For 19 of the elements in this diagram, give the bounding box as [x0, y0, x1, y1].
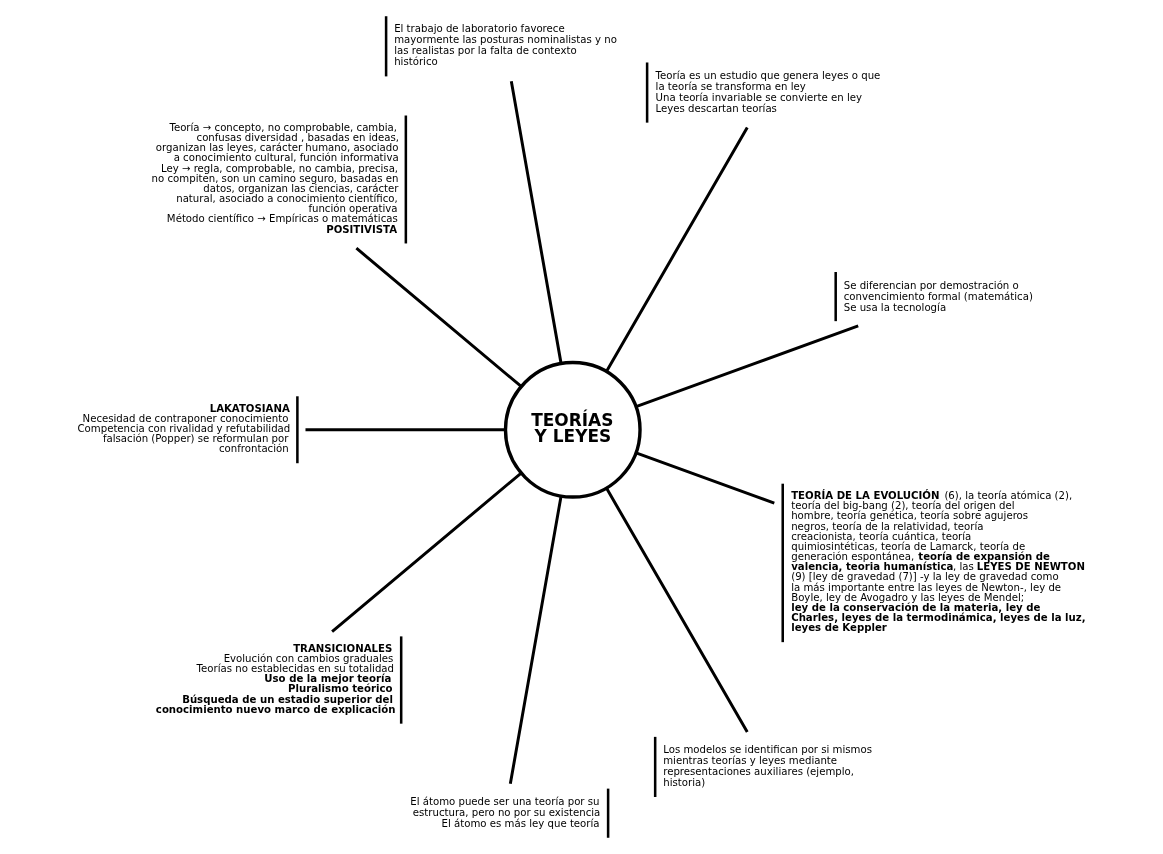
- connector: [635, 324, 859, 409]
- node-text: TRANSICIONALES Evolución con cambios graduales Teorías no establecidas en su totalidad Uso de la mejor teoría Pluralismo teórico Búsqueda de un estadio superior del conocimiento nuevo marco de explicación: [155, 642, 396, 715]
- node-text: El trabajo de laboratorio favorece mayormente las posturas nominalistas y no las realistas por la falta de contexto histórico: [393, 23, 617, 68]
- connector: [354, 247, 522, 388]
- node-text: Los modelos se identifican por si mismos mientras teorías y leyes mediante representaciones auxiliares (ejemplo, historia): [662, 744, 872, 789]
- node-text: Teoría es un estudio que genera leyes o que la teoría se transforma en ley Una teoría invariable se convierte en ley Leyes descartan teorías: [655, 69, 880, 114]
- connector: [330, 471, 522, 633]
- connector: [604, 487, 749, 733]
- connector: [604, 126, 749, 373]
- node-text: El átomo puede ser una teoría por su estructura, pero no por su existencia El átomo es más ley que teoría: [409, 796, 600, 830]
- node-text: TEORÍA DE LA EVOLUCIÓN (6), la teoría atómica (2), teoría del big-bang (2), teoría del origen del hombre, teoría genética, teoría sobre agujeros negros, teoría de la relatividad, teoría creacionista, teoría cuántica, teoría quimiosintéticas, teoría de Lamarck, teoría de generación espontánea, teoría de expansión de valencia, teoria humanística, las LEYES DE NEWTON (9) [ley de gravedad (7)] -y la ley de gravedad como la más importante entre las leyes de Newton-, ley de Boyle, ley de Avogadro y las leyes de Mendel; ley de la conservación de la materia, ley de Charles, leyes de la termodinámica, leyes de la luz, leyes de Keppler: [790, 490, 1086, 634]
- node-text: Se diferencian por demostración o convencimiento formal (matemática) Se usa la tecnología: [843, 279, 1033, 313]
- connector: [508, 495, 563, 785]
- node-circle: TEORÍAS Y LEYES: [503, 360, 642, 499]
- connector: [635, 451, 775, 505]
- connector: [305, 428, 506, 432]
- node-text: LAKATOSIANA Necesidad de contraponer conocimiento Competencia con rivalidad y refutabilidad falsación (Popper) se reformulan por confrontación: [76, 402, 290, 455]
- connector: [509, 80, 563, 364]
- node-text: Teoría → concepto, no comprobable, cambia, confusas diversidad , basadas en ideas, organizan las leyes, carácter humano, asociado a conocimiento cultural, función informativa Ley → regla, comprobable, no cambia, precisa, no compiten, son un camino seguro, basadas en datos, organizan las ciencias, carácter natural, asociado a conocimiento científico, función operativa Método científico → Empíricas o matemáticas POSITIVISTA: [151, 121, 399, 235]
